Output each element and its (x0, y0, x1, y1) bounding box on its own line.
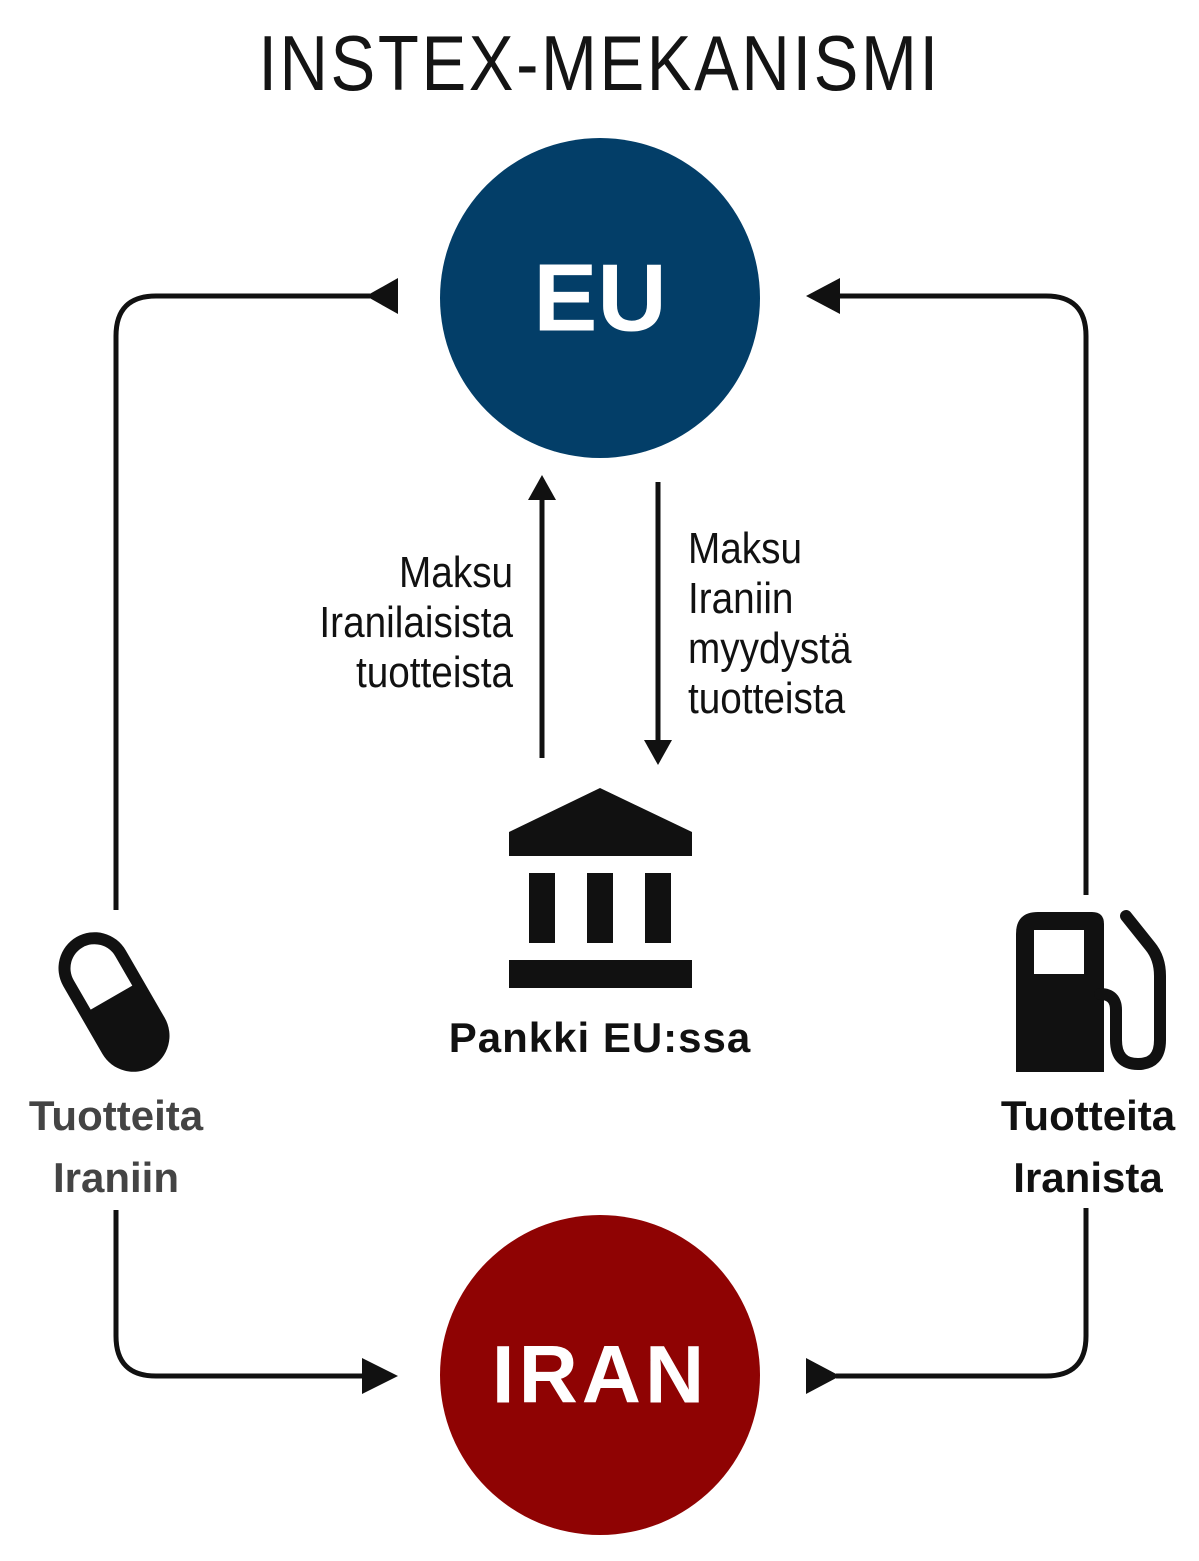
payment-to-iran-line: tuotteista (688, 674, 846, 723)
iran-node: IRAN (440, 1215, 760, 1535)
payment-arrow-up-head (528, 475, 556, 500)
payment-from-iran-label: Maksu Iranilaisista tuotteista (319, 548, 513, 698)
arrow-into-eu-left (366, 278, 398, 314)
eu-circle (440, 138, 760, 458)
right-loop-bottom-line (836, 1208, 1089, 1379)
arrow-into-iran-left (362, 1358, 398, 1394)
goods-to-iran-line: Iraniin (52, 1154, 180, 1201)
payment-to-iran-line: Maksu (688, 524, 803, 573)
goods-from-iran-label: Tuotteita Iranista (958, 1085, 1199, 1209)
diagram-title: INSTEX-MEKANISMI (258, 19, 941, 107)
payment-to-iran-line: myydystä (688, 624, 852, 673)
pill-icon (58, 932, 170, 1072)
payment-from-iran-line: tuotteista (355, 648, 513, 697)
right-goods-loop (836, 293, 1089, 1379)
left-loop-bottom-line (113, 1210, 372, 1379)
iran-circle (440, 1215, 760, 1535)
goods-to-iran-line: Tuotteita (28, 1092, 204, 1139)
payment-from-iran-line: Iranilaisista (319, 598, 513, 647)
left-loop-top-line (113, 293, 370, 910)
payment-to-iran-label: Maksu Iraniin myydystä tuotteista (688, 524, 852, 724)
goods-from-iran-line: Tuotteita (1000, 1092, 1176, 1139)
goods-to-iran-label: Tuotteita Iraniin (0, 1085, 246, 1209)
payment-to-iran-line: Iraniin (688, 574, 794, 623)
payment-from-iran-line: Maksu (398, 548, 513, 597)
bank-icon (509, 788, 692, 988)
fuel-pump-icon (1016, 910, 1166, 1072)
eu-node: EU (440, 138, 760, 458)
iran-label: IRAN (492, 1330, 708, 1421)
goods-from-iran-line: Iranista (1013, 1154, 1163, 1201)
eu-label: EU (533, 245, 666, 352)
right-loop-top-line (838, 293, 1089, 895)
arrow-into-eu-right (806, 278, 840, 314)
payment-arrow-down-head (644, 740, 672, 765)
arrow-out-iran-right (806, 1358, 840, 1394)
left-goods-loop (113, 293, 372, 1379)
bank-label: Pankki EU:ssa (448, 1014, 752, 1061)
